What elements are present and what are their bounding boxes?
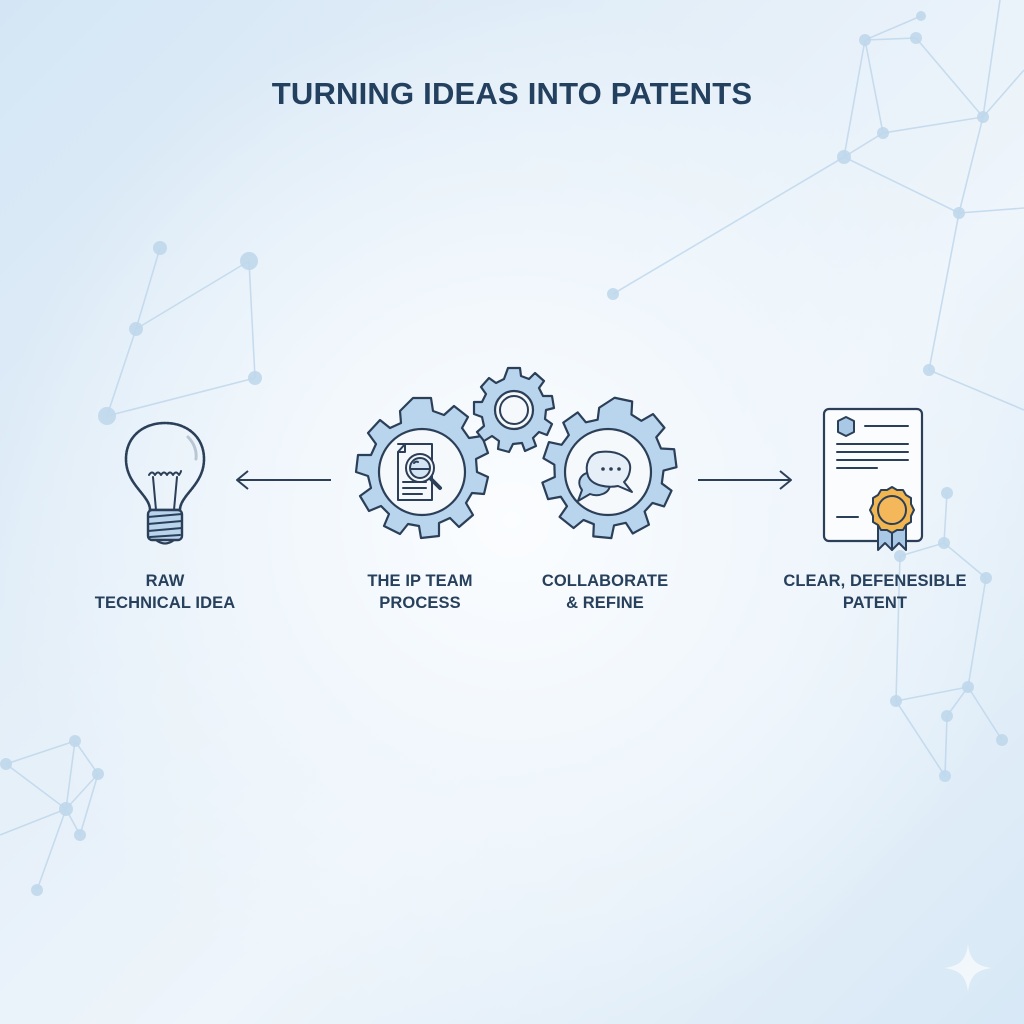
arrow-right-icon bbox=[698, 470, 792, 490]
label-line: COLLABORATE bbox=[541, 572, 669, 590]
chat-bubbles-icon bbox=[577, 450, 633, 502]
arrow-left-icon bbox=[236, 470, 331, 490]
label-line: THE IP TEAM bbox=[367, 572, 473, 590]
gears-cluster bbox=[354, 366, 690, 552]
label-line: TECHNICAL IDEA bbox=[94, 594, 236, 612]
label-line: & REFINE bbox=[566, 594, 644, 612]
label-line: PROCESS bbox=[379, 594, 461, 612]
sparkle-icon bbox=[944, 944, 992, 992]
certificate-ribbon-icon bbox=[822, 407, 924, 551]
label-line: RAW bbox=[145, 572, 185, 590]
step-label-raw-idea: RAW TECHNICAL IDEA bbox=[80, 570, 250, 614]
step-label-patent: CLEAR, DEFENESIBLE PATENT bbox=[770, 570, 980, 614]
step-label-collaborate: COLLABORATE & REFINE bbox=[530, 570, 680, 614]
lightbulb-icon bbox=[124, 421, 206, 545]
page-title: TURNING IDEAS INTO PATENTS bbox=[271, 76, 753, 111]
label-line: CLEAR, DEFENESIBLE bbox=[783, 572, 967, 590]
gear-small-connector bbox=[472, 366, 556, 454]
step-label-ip-team: THE IP TEAM PROCESS bbox=[345, 570, 495, 614]
label-line: PATENT bbox=[842, 594, 908, 612]
document-search-icon bbox=[397, 443, 442, 501]
